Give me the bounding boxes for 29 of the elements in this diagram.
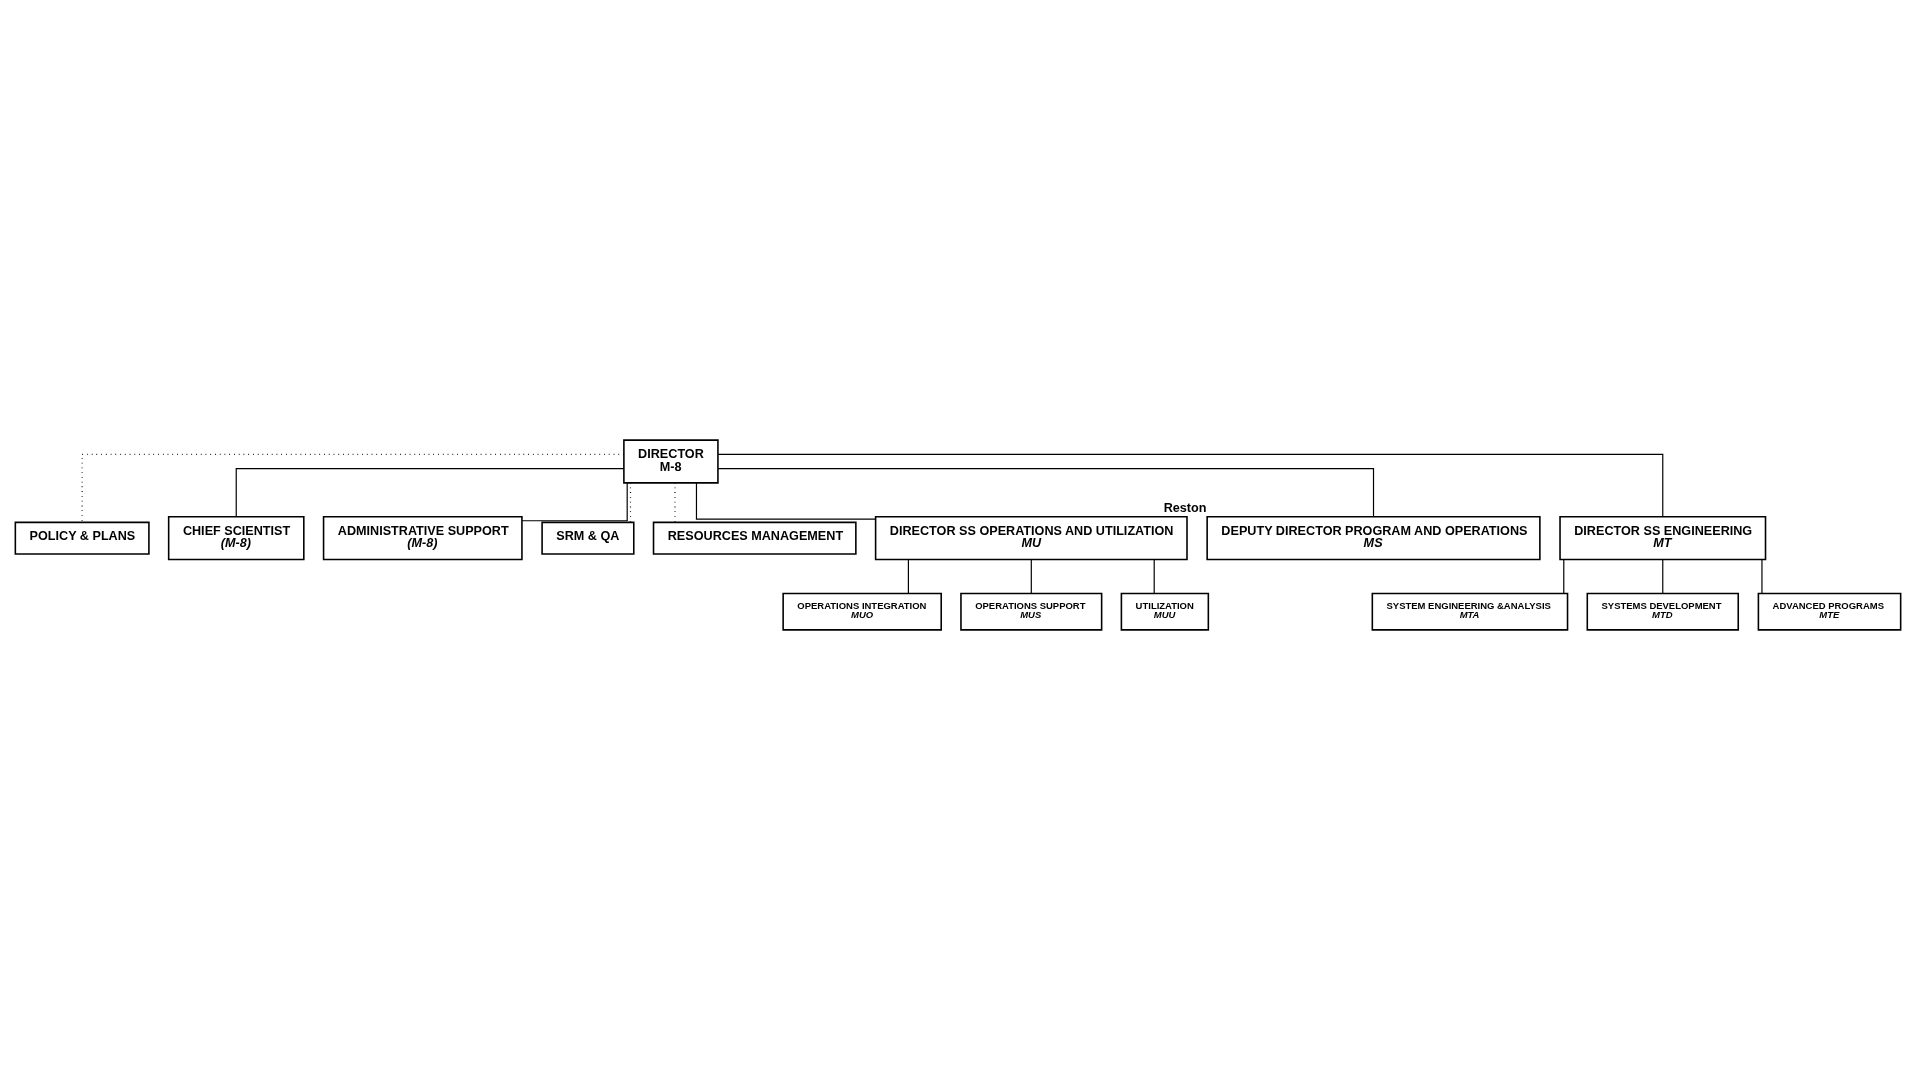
connector bbox=[521, 482, 628, 522]
connector bbox=[1761, 559, 1763, 594]
connector bbox=[81, 453, 625, 523]
connector bbox=[695, 482, 876, 520]
connector bbox=[717, 468, 1375, 518]
connector bbox=[235, 468, 625, 518]
connector bbox=[1030, 559, 1032, 594]
node-label: Reston bbox=[1163, 500, 1207, 515]
node-box: ADVANCED PROGRAMS MTE bbox=[1757, 592, 1902, 631]
connector bbox=[629, 482, 632, 523]
node-box: RESOURCES MANAGEMENT bbox=[652, 521, 857, 555]
node-box: ADMINISTRATIVE SUPPORT (M-8) bbox=[322, 516, 523, 561]
node-box: DIRECTOR SS ENGINEERING MT bbox=[1559, 516, 1767, 561]
node-box: OPERATIONS SUPPORT MUS bbox=[960, 592, 1103, 631]
node-box: SRM & QA bbox=[541, 521, 635, 555]
node-box: DIRECTOR M-8 bbox=[623, 439, 719, 484]
node-box: SYSTEMS DEVELOPMENT MTD bbox=[1586, 592, 1740, 631]
node-box: UTILIZATION MUU bbox=[1120, 592, 1210, 631]
connector bbox=[1662, 559, 1664, 594]
node-box: DEPUTY DIRECTOR PROGRAM AND OPERATIONS MS bbox=[1206, 516, 1541, 561]
node-box: SYSTEM ENGINEERING &ANALYSIS MTA bbox=[1371, 592, 1569, 631]
connector bbox=[1563, 559, 1565, 594]
node-box: OPERATIONS INTEGRATION MUO bbox=[782, 592, 942, 631]
node-box: POLICY & PLANS bbox=[14, 521, 150, 555]
connector bbox=[717, 453, 1664, 518]
connector bbox=[907, 559, 909, 594]
connector bbox=[1153, 559, 1155, 594]
node-box: DIRECTOR SS OPERATIONS AND UTILIZATION MU bbox=[874, 516, 1188, 561]
node-box: CHIEF SCIENTIST (M-8) bbox=[167, 516, 305, 561]
